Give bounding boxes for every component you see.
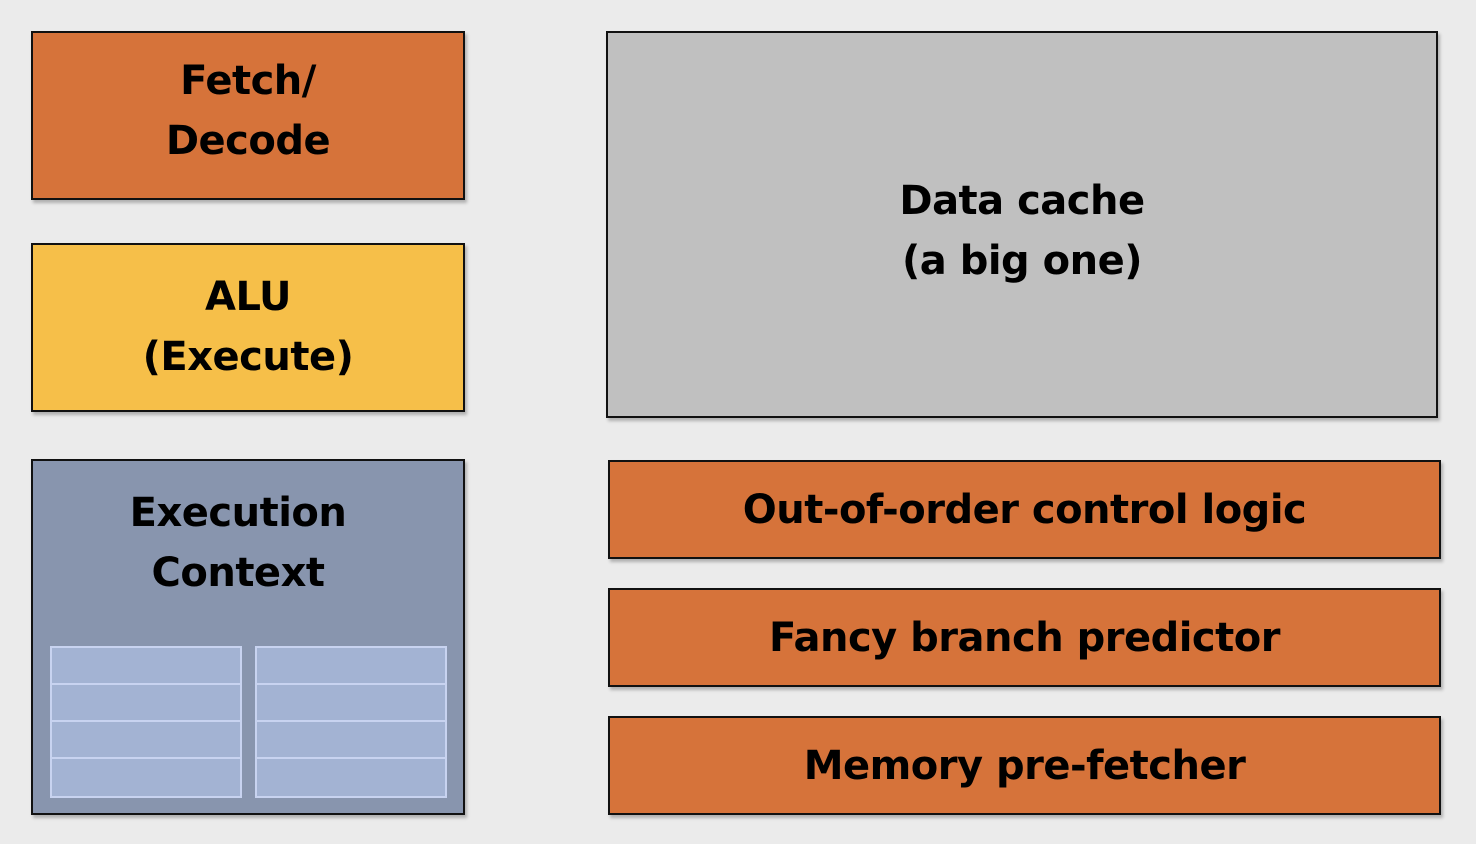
branch-predictor-block: Fancy branch predictor [608,588,1441,687]
branch-predictor-label: Fancy branch predictor [769,614,1280,661]
alu-label: ALU (Execute) [33,267,463,387]
register-divider [257,683,445,685]
fetch-decode-label-line2: Decode [165,118,331,164]
register-divider [52,757,240,759]
memory-prefetcher-label: Memory pre-fetcher [803,742,1246,789]
data-cache-label-line1: Data cache [899,178,1145,224]
data-cache-block: Data cache (a big one) [606,31,1438,418]
register-divider [257,720,445,722]
execution-context-label-line1: Execution [129,490,347,536]
out-of-order-control-block: Out-of-order control logic [608,460,1441,559]
register-divider [52,720,240,722]
execution-context-label: Execution Context [13,483,463,603]
alu-block: ALU (Execute) [31,243,465,412]
out-of-order-control-label: Out-of-order control logic [742,486,1307,533]
execution-context-block: Execution Context [31,459,465,815]
register-divider [257,757,445,759]
data-cache-label: Data cache (a big one) [608,171,1436,291]
register-file-left [50,646,242,798]
fetch-decode-label-line1: Fetch/ [180,58,316,104]
register-divider [52,683,240,685]
register-file-right [255,646,447,798]
fetch-decode-block: Fetch/ Decode [31,31,465,200]
alu-label-line1: ALU [205,274,292,320]
memory-prefetcher-block: Memory pre-fetcher [608,716,1441,815]
execution-context-label-line2: Context [151,550,325,596]
alu-label-line2: (Execute) [142,334,354,380]
fetch-decode-label: Fetch/ Decode [33,51,463,171]
data-cache-label-line2: (a big one) [902,238,1142,284]
